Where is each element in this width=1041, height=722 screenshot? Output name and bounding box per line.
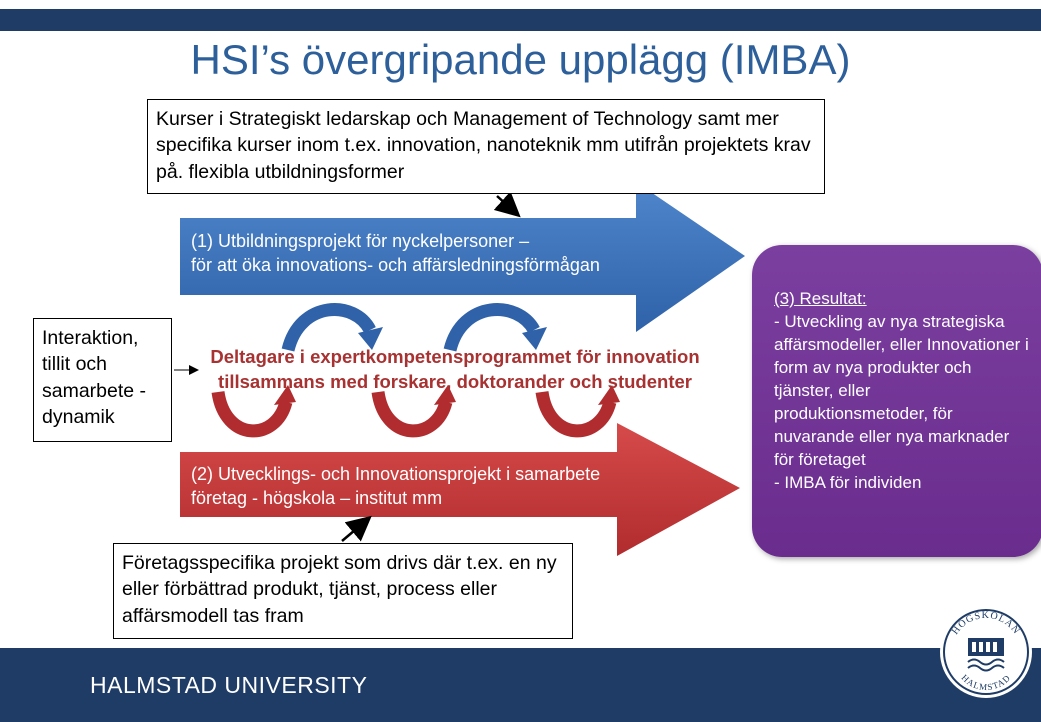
slide-title: HSI’s övergripande upplägg (IMBA) [190, 36, 851, 83]
red-cycle-arrow-middle [371, 385, 456, 438]
education-arrow-label: (1) Utbildningsprojekt för nyckelpersone… [191, 229, 711, 278]
result-box: (3) Resultat: - Utveckling av nya strate… [752, 245, 1041, 557]
top-banner-bar [0, 9, 1041, 31]
development-arrow-shape [180, 423, 740, 556]
result-body: - Utveckling av nya strategiska affärsmo… [774, 312, 1029, 492]
blue-cycle-arrow-right [443, 303, 547, 352]
university-name: HALMSTAD UNIVERSITY [90, 672, 368, 698]
connector-arrow-company [341, 515, 372, 542]
connector-arrow-courses [493, 191, 521, 218]
university-seal-logo: HÖGSKOLAN HALMSTAD [940, 606, 1032, 698]
participants-label: Deltagare i expertkompetensprogrammet fö… [180, 345, 730, 395]
red-cycle-arrow-right [535, 385, 620, 438]
result-heading: (3) Resultat: [774, 289, 867, 308]
development-arrow-line2: företag - högskola – institut mm [191, 488, 443, 509]
blue-cycle-arrow-left [281, 303, 383, 352]
courses-textbox: Kurser i Strategiskt ledarskap och Manag… [147, 99, 825, 194]
development-arrow-line1: (2) Utvecklings- och Innovationsprojekt … [191, 464, 601, 484]
footer-bar: HALMSTAD UNIVERSITY [0, 648, 1041, 722]
education-arrow-line1: (1) Utbildningsprojekt för nyckelpersone… [191, 231, 530, 251]
red-cycle-arrow-left [211, 385, 296, 438]
education-arrow-line2: för att öka innovations- och affärsledni… [191, 255, 600, 276]
participants-line2: tillsammans med forskare, doktorander oc… [218, 370, 692, 392]
participants-line1: Deltagare i expertkompetensprogrammet fö… [210, 346, 700, 367]
development-arrow-label: (2) Utvecklings- och Innovationsprojekt … [191, 462, 641, 511]
interaction-textbox: Interaktion, tillit och samarbete - dyna… [33, 318, 172, 442]
education-arrow-shape [180, 182, 745, 332]
company-projects-textbox: Företagsspecifika projekt som drivs där … [113, 543, 573, 639]
